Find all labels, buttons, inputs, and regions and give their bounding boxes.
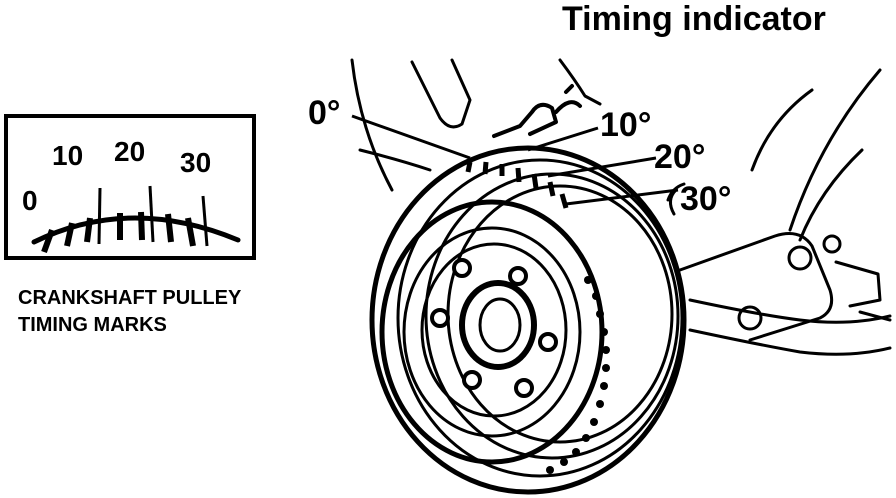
pointer-label-0: 0°	[308, 94, 341, 132]
inset-caption-line1: CRANKSHAFT PULLEY	[18, 287, 242, 309]
timing-marks-inset: 0 10 20 30	[4, 114, 256, 260]
timing-indicator-plate	[492, 84, 582, 138]
pointer-label-20: 20°	[654, 138, 705, 176]
scale-label-0: 0	[22, 185, 38, 216]
scale-label-10: 10	[52, 140, 83, 171]
scale-label-30: 30	[180, 147, 211, 178]
timing-pointer-lines	[351, 114, 679, 206]
inset-caption-line2: TIMING MARKS	[18, 314, 167, 336]
inset-ticks	[41, 211, 196, 254]
pulley-hub-inner	[420, 242, 568, 418]
pulley-outer-rim	[369, 145, 687, 495]
diagram-title: Timing indicator	[562, 0, 826, 38]
scale-label-20: 20	[114, 136, 145, 167]
pulley-rim-dots	[546, 276, 610, 474]
pointer-label-10: 10°	[600, 106, 651, 144]
pointer-label-30: 30°	[680, 180, 731, 218]
pulley-bolt-holes	[430, 258, 558, 398]
pulley-center-boss	[459, 280, 537, 370]
inset-long-marks	[97, 185, 209, 247]
pointer-30-bracket	[669, 188, 678, 216]
pulley-groove-1	[396, 158, 684, 478]
pulley-hub-ring	[402, 226, 582, 438]
pulley-top-marks	[465, 161, 569, 209]
engine-block	[350, 58, 892, 356]
inset-pulley-arc	[31, 215, 241, 245]
pulley-center-bore	[478, 297, 522, 353]
crankshaft-pulley	[369, 145, 687, 495]
